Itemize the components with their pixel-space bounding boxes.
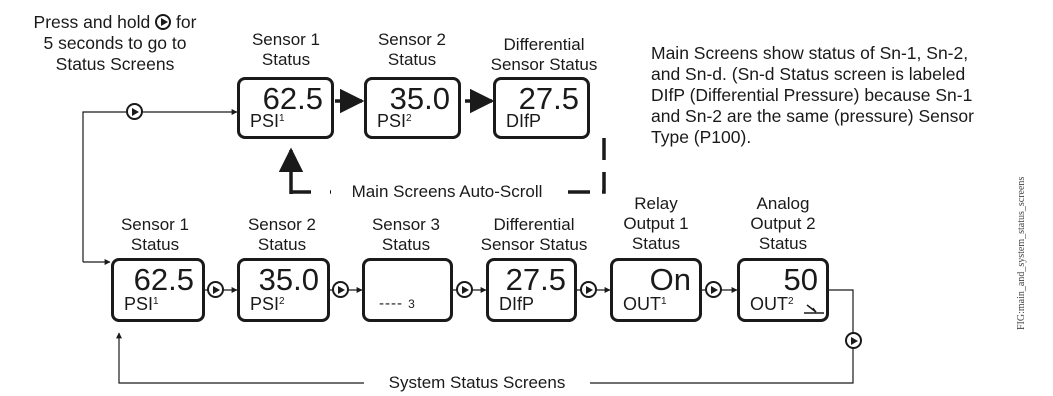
sys-display-sensor1: 62.5 PSI1: [111, 258, 205, 322]
press-hold-note: Press and hold for 5 seconds to go to St…: [0, 12, 230, 75]
main-label-sensor2-line1: Sensor 2: [377, 30, 447, 49]
main-display-sensor2: 35.0 PSI2: [364, 77, 461, 139]
system-loop-label: System Status Screens: [364, 373, 590, 393]
sys-label-sensor3: Sensor 3 Status: [356, 215, 456, 255]
unit-text: PSI: [250, 294, 280, 314]
display-unit: ---- 3: [379, 294, 416, 314]
figure-id-label: FIG:main_and_system_status_screens: [1016, 176, 1027, 330]
sys-label-line: Output 1: [623, 214, 689, 233]
main-note-line-2: and Sn-d. (Sn-d Status screen is labeled: [651, 64, 966, 84]
unit-sup: 1: [661, 296, 667, 307]
unit-text: OUT: [750, 294, 788, 314]
sys-display-relay: On OUT1: [610, 258, 702, 322]
main-label-differential-line1: Differential: [503, 35, 585, 54]
display-unit: DIfP: [506, 111, 541, 131]
play-button-icon: [845, 332, 862, 349]
press-hold-line-1b: for: [176, 12, 197, 32]
sys-label-line: Sensor 1: [120, 215, 190, 234]
play-button-icon: [207, 281, 224, 298]
unit-sup: 2: [788, 296, 794, 307]
analog-ramp-icon: [804, 304, 824, 314]
display-unit: OUT2: [750, 294, 794, 314]
display-unit: PSI2: [250, 294, 285, 314]
sys-label-line: Status: [130, 235, 180, 254]
main-note-line-3: DIfP (Differential Pressure) because Sn-…: [651, 85, 973, 105]
sys-label-line: Analog: [756, 194, 810, 213]
main-label-differential-line2: Sensor Status: [490, 55, 598, 74]
sys-display-differential: 27.5 DIfP: [486, 258, 577, 322]
sys-label-line: Status: [257, 235, 307, 254]
sys-label-line: Sensor Status: [480, 235, 588, 254]
press-hold-line-1: Press and hold: [33, 12, 151, 32]
play-button-icon: [456, 281, 473, 298]
display-value: 27.5: [505, 262, 566, 297]
sys-label-line: Sensor 2: [247, 215, 317, 234]
press-hold-line-2: 5 seconds to go to: [43, 33, 187, 53]
play-button-icon: [126, 103, 143, 120]
display-unit: DIfP: [499, 294, 534, 314]
unit-text: OUT: [623, 294, 661, 314]
display-unit: OUT1: [623, 294, 667, 314]
sys-label-line: Status: [631, 234, 681, 253]
unit-text: DIfP: [506, 111, 542, 131]
play-button-icon: [332, 281, 349, 298]
unit-sup: 1: [153, 296, 159, 307]
sys-label-line: Status: [758, 234, 808, 253]
play-button-icon: [580, 281, 597, 298]
main-display-differential: 27.5 DIfP: [493, 77, 590, 139]
unit-sup: 1: [279, 113, 285, 124]
main-label-sensor1: Sensor 1 Status: [236, 30, 336, 70]
sys-label-relay: Relay Output 1 Status: [606, 194, 706, 254]
unit-sup: 2: [406, 113, 412, 124]
sys-label-sensor1: Sensor 1 Status: [105, 215, 205, 255]
sys-label-sensor2: Sensor 2 Status: [232, 215, 332, 255]
unit-sup: 2: [279, 296, 285, 307]
unit-sup: 3: [408, 297, 416, 311]
autoscroll-label: Main Screens Auto-Scroll: [331, 182, 563, 202]
unit-text: PSI: [250, 111, 280, 131]
sys-display-sensor3: ---- 3: [362, 258, 453, 322]
sys-label-line: Status: [381, 235, 431, 254]
display-value: 62.5: [133, 262, 194, 297]
main-note-line-5: Type (P100).: [651, 127, 752, 147]
display-value: 27.5: [518, 81, 579, 116]
sys-label-line: Differential: [493, 215, 575, 234]
display-unit: PSI1: [250, 111, 285, 131]
sys-label-line: Relay: [634, 194, 678, 213]
main-label-sensor2-line2: Status: [387, 50, 437, 69]
display-value: 62.5: [262, 81, 323, 116]
sys-display-analog: 50 OUT2: [737, 258, 829, 322]
display-unit: PSI1: [124, 294, 159, 314]
unit-text: ----: [379, 295, 403, 312]
unit-text: DIfP: [499, 294, 535, 314]
sys-display-sensor2: 35.0 PSI2: [237, 258, 330, 322]
main-display-sensor1: 62.5 PSI1: [237, 77, 334, 139]
main-label-sensor1-line2: Status: [261, 50, 311, 69]
play-button-icon: [155, 14, 172, 30]
main-screens-note: Main Screens show status of Sn-1, Sn-2, …: [651, 43, 974, 148]
display-value: On: [649, 262, 691, 297]
display-value: 50: [783, 262, 818, 297]
main-label-sensor1-line1: Sensor 1: [251, 30, 321, 49]
play-button-icon: [705, 281, 722, 298]
press-hold-line-3: Status Screens: [55, 54, 175, 74]
sys-label-line: Sensor 3: [371, 215, 441, 234]
main-label-sensor2: Sensor 2 Status: [362, 30, 462, 70]
sys-label-analog: Analog Output 2 Status: [733, 194, 833, 254]
main-note-line-1: Main Screens show status of Sn-1, Sn-2,: [651, 43, 969, 63]
sys-label-differential: Differential Sensor Status: [474, 215, 594, 255]
unit-text: PSI: [377, 111, 407, 131]
unit-text: PSI: [124, 294, 154, 314]
display-unit: PSI2: [377, 111, 412, 131]
main-label-differential: Differential Sensor Status: [484, 35, 604, 75]
display-value: 35.0: [389, 81, 450, 116]
display-value: 35.0: [258, 262, 319, 297]
main-note-line-4: and Sn-2 are the same (pressure) Sensor: [651, 106, 974, 126]
sys-label-line: Output 2: [750, 214, 816, 233]
